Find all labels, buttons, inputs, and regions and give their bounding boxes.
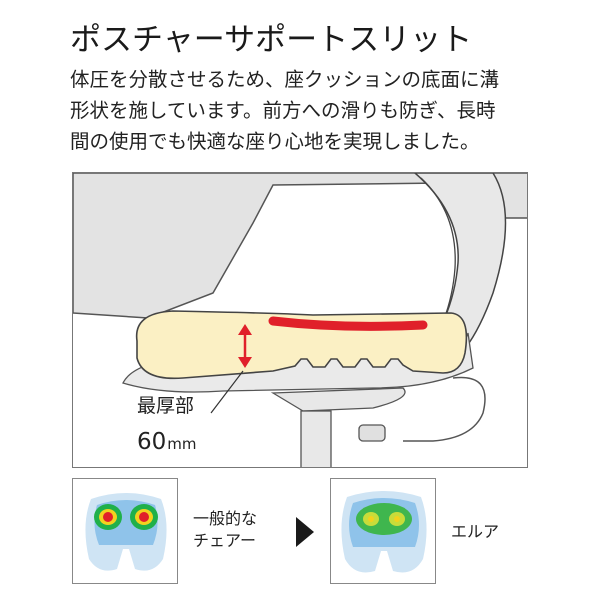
erua-caption: エルア [451, 522, 500, 541]
thickness-unit: mm [167, 435, 197, 453]
description: 体圧を分散させるため、座クッションの底面に溝 形状を施しています。前方への滑りも… [70, 64, 540, 157]
generic-chair-caption-line2: チェアー [193, 531, 257, 550]
chair-frame-shape [73, 173, 527, 319]
page-title: ポスチャーサポートスリット [70, 22, 473, 58]
description-line: 体圧を分散させるため、座クッションの底面に溝 [70, 68, 500, 91]
seat-cross-section-figure: 最厚部 60mm [72, 172, 528, 468]
mechanism-shape [270, 387, 406, 412]
description-line: 間の使用でも快適な座り心地を実現しました。 [70, 130, 480, 153]
seat-cross-section-illustration [73, 173, 527, 467]
thickness-value: 60mm [137, 429, 197, 455]
generic-chair-caption-line1: 一般的な [193, 509, 258, 528]
description-line: 形状を施しています。前方への滑りも防ぎ、長時 [70, 99, 496, 122]
pressure-map-generic-chair [72, 478, 178, 584]
generic-chair-caption: 一般的な チェアー [193, 508, 257, 552]
thickest-part-label: 最厚部 [137, 395, 195, 417]
gas-cylinder-shape [300, 410, 332, 467]
arrow-right-icon [296, 517, 314, 547]
thickness-number: 60 [137, 429, 167, 455]
pressure-map-erua [330, 478, 436, 584]
pressure-band-shape [268, 316, 428, 331]
